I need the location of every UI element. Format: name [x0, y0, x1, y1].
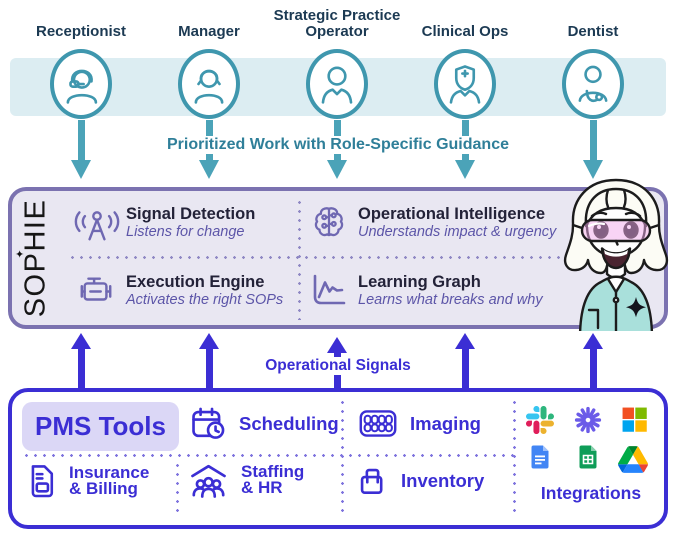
down-arrow-dentist	[589, 120, 597, 162]
feature-subtitle: Listens for change	[126, 224, 245, 240]
pms-vertical-divider-2	[513, 398, 516, 516]
up-arrow-4	[461, 348, 469, 389]
sophie-logo: SOPHIE	[19, 198, 52, 318]
sparkle-icon: ✦	[15, 249, 25, 261]
role-label-dentist: Dentist	[567, 23, 619, 40]
receptionist-headset-icon	[60, 61, 102, 107]
tool-label: Scheduling	[239, 412, 339, 434]
up-arrow-5	[589, 348, 597, 389]
down-arrowhead-operator	[326, 160, 347, 179]
integrations-label: Integrations	[540, 483, 642, 503]
dentist-stethoscope-icon	[572, 61, 614, 107]
upflow-caption: Operational Signals	[255, 357, 421, 375]
up-arrowhead-5	[583, 333, 603, 349]
role-label-manager: Manager	[178, 23, 240, 40]
up-arrow-1	[77, 348, 85, 389]
pms-horizontal-divider	[22, 454, 514, 457]
pms-vertical-divider-1	[341, 398, 344, 516]
down-arrowhead-manager	[198, 160, 219, 179]
role-label-clinical-ops: Clinical Ops	[421, 23, 509, 40]
feature-title: Operational Intelligence	[358, 205, 546, 223]
feature-subtitle: Learns what breaks and why	[358, 292, 543, 308]
tool-imaging: Imaging	[358, 408, 481, 439]
invoice-icon	[26, 463, 57, 499]
google-docs-icon	[527, 444, 553, 470]
google-drive-icon	[618, 446, 648, 473]
feature-title: Signal Detection	[126, 205, 256, 223]
sophie-mascot	[556, 176, 676, 331]
down-arrowhead-receptionist	[70, 160, 91, 179]
line-chart-icon	[308, 272, 348, 313]
down-arrow-receptionist	[77, 120, 85, 162]
tool-label: Staffing & HR	[241, 461, 305, 497]
manager-icon	[188, 61, 230, 107]
feature-operational-intelligence: Operational Intelligence Understands imp…	[358, 205, 556, 241]
asterisk-icon	[574, 406, 602, 434]
tool-label: Imaging	[410, 412, 481, 434]
calendar-clock-icon	[190, 405, 227, 442]
down-arrowhead-dentist	[582, 160, 603, 179]
feature-subtitle: Activates the right SOPs	[126, 292, 284, 308]
tool-insurance-billing: Insurance & Billing	[26, 463, 164, 499]
pms-tools-title: PMS Tools	[35, 411, 166, 441]
feature-signal-detection: Signal Detection Listens for change	[126, 205, 255, 241]
feature-learning-graph: Learning Graph Learns what breaks and wh…	[358, 273, 543, 309]
up-arrow-2	[205, 348, 213, 389]
tool-inventory: Inventory	[356, 463, 484, 498]
mid-vertical-divider	[298, 198, 301, 320]
microsoft-icon	[621, 406, 648, 433]
feature-title: Learning Graph	[358, 273, 481, 291]
downflow-caption: Prioritized Work with Role-Specific Guid…	[159, 136, 517, 154]
tool-staffing-hr: Staffing & HR	[188, 462, 321, 498]
feature-execution-engine: Execution Engine Activates the right SOP…	[126, 273, 283, 309]
brain-icon	[310, 203, 348, 246]
clinical-ops-shield-icon	[444, 61, 486, 107]
role-avatar-operator	[306, 49, 368, 119]
role-avatar-clinical-ops	[434, 49, 496, 119]
tool-scheduling: Scheduling	[190, 405, 339, 442]
role-label-receptionist: Receptionist	[35, 23, 126, 40]
role-avatar-manager	[178, 49, 240, 119]
staff-house-icon	[188, 462, 229, 498]
pms-tools-chip: PMS Tools	[22, 402, 179, 451]
operator-icon	[316, 61, 358, 107]
feature-title: Execution Engine	[126, 273, 265, 291]
slack-icon	[526, 406, 554, 434]
up-arrowhead-4	[455, 333, 475, 349]
tool-label: Inventory	[401, 469, 485, 491]
google-sheets-icon	[575, 444, 601, 470]
role-avatar-dentist	[562, 49, 624, 119]
signal-tower-icon	[72, 204, 122, 248]
tool-label: Insurance & Billing	[69, 462, 150, 498]
down-arrowhead-clinical-ops	[454, 160, 475, 179]
role-label-strategic-practice-operator: Strategic Practice Operator	[273, 7, 401, 40]
dental-imaging-icon	[358, 408, 398, 439]
up-arrowhead-1	[71, 333, 91, 349]
mid-horizontal-divider	[68, 256, 582, 259]
feature-subtitle: Understands impact & urgency	[358, 224, 557, 240]
engine-icon	[74, 273, 118, 314]
package-icon	[356, 463, 389, 498]
up-arrowhead-3	[327, 337, 347, 353]
role-avatar-receptionist	[50, 49, 112, 119]
up-arrowhead-2	[199, 333, 219, 349]
pms-vertical-divider-3	[176, 461, 179, 517]
